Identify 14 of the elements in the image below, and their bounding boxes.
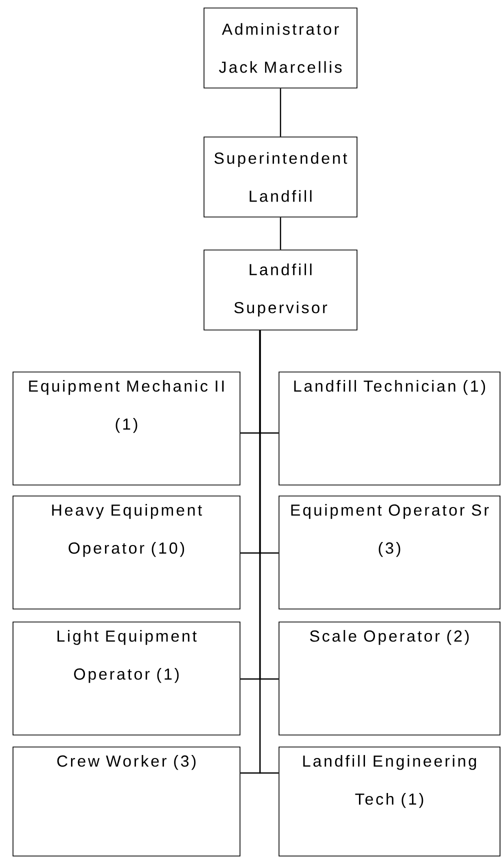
org-box: Scale Operator (2) (278, 622, 500, 736)
connector-line (280, 88, 282, 137)
org-box: Administrator Jack Marcellis (204, 8, 358, 88)
org-box: Landfill Technician (1) (278, 372, 500, 486)
org-box: Light Equipment Operator (1) (12, 622, 240, 736)
org-box: Heavy Equipment Operator (10) (12, 496, 240, 610)
org-box: Superintendent Landfill (204, 136, 358, 218)
org-box: Equipment Mechanic II (1) (12, 372, 240, 486)
connector-line (280, 217, 282, 250)
org-box: Crew Worker (3) (12, 746, 240, 856)
org-box: Landfill Supervisor (204, 250, 358, 330)
connector-line (259, 330, 279, 774)
org-box: Equipment Operator Sr (3) (278, 496, 500, 610)
org-box: Landfill Engineering Tech (1) (278, 746, 500, 856)
